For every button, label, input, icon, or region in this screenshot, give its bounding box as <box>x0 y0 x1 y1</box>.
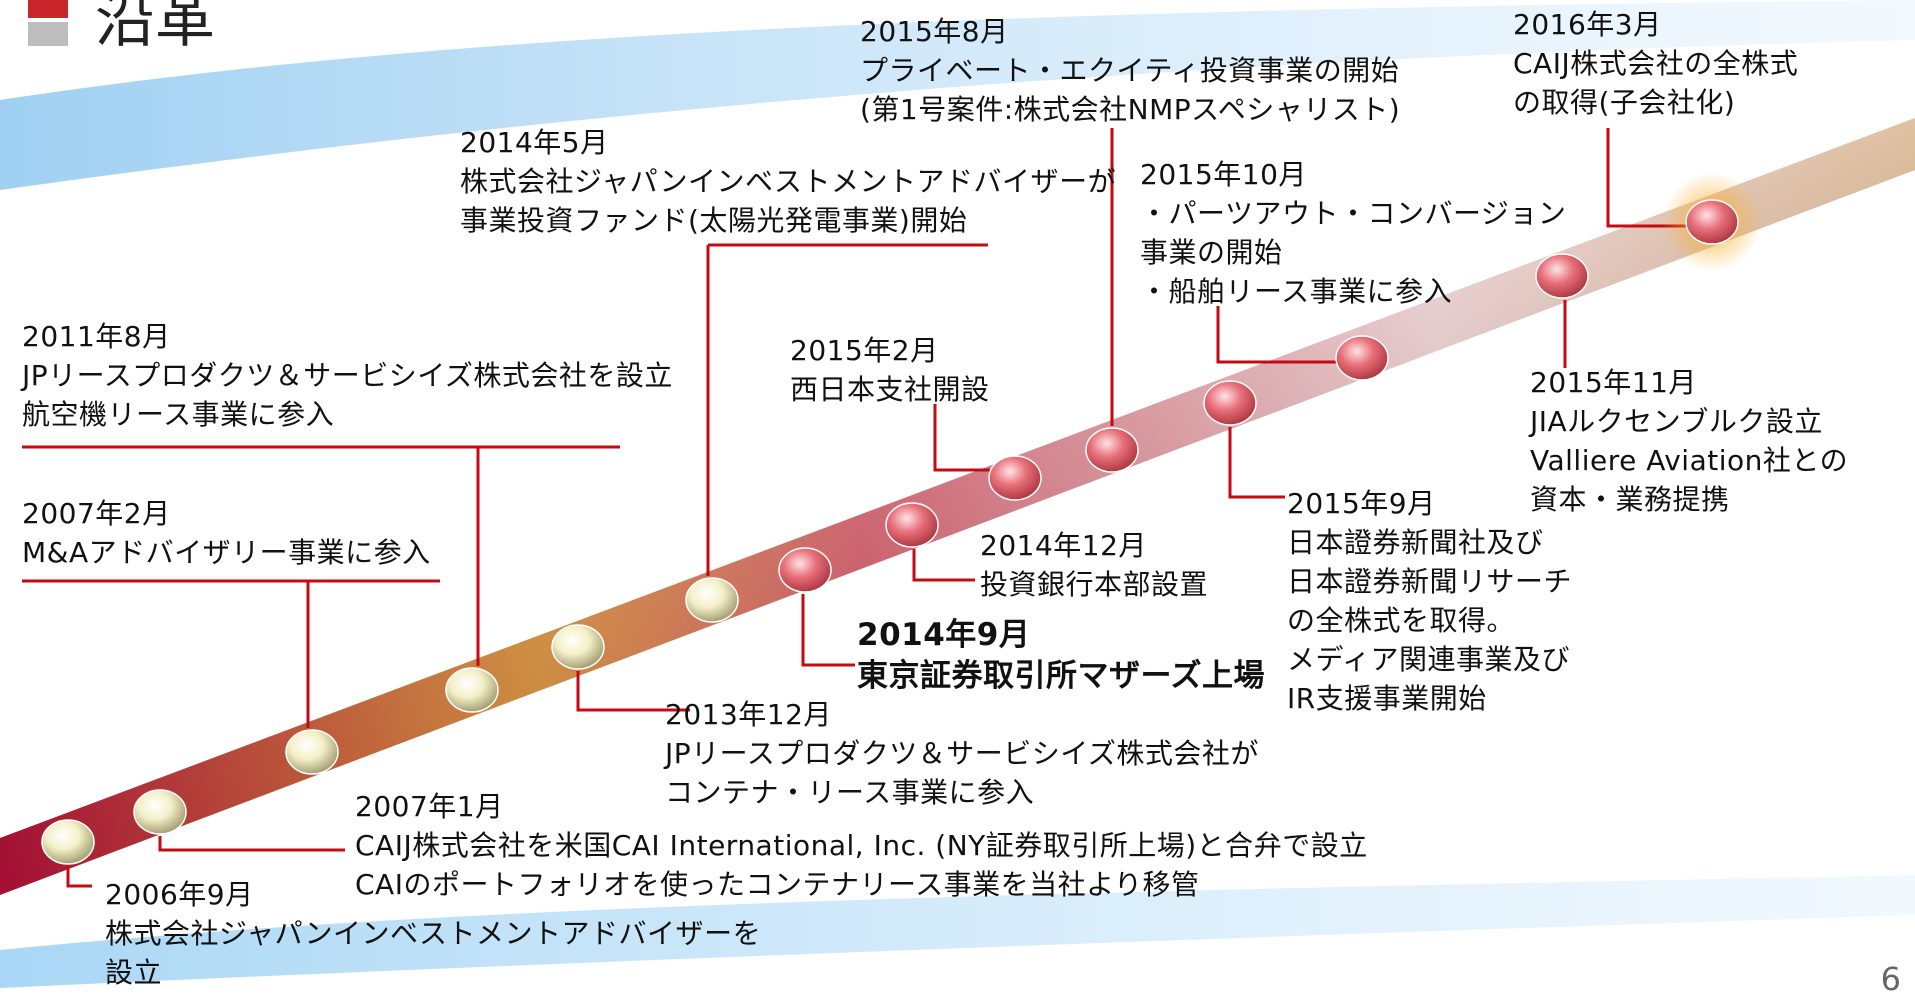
event-e7: 2014年9月東京証券取引所マザーズ上場 <box>857 615 1265 697</box>
event-description: 日本證券新聞社及び <box>1287 526 1544 559</box>
event-date: 2015年2月 <box>790 334 939 367</box>
event-description: メディア関連事業及び <box>1287 643 1571 676</box>
event-description: 事業投資ファンド(太陽光発電事業)開始 <box>460 204 968 237</box>
event-description: 日本證券新聞リサーチ <box>1287 565 1573 598</box>
event-e4: 2011年8月 JPリースプロダクツ＆サービシイズ株式会社を設立航空機リース事業に… <box>22 317 673 434</box>
event-description: 株式会社ジャパンインベストメントアドバイザーを <box>105 917 762 950</box>
connector-e2 <box>158 836 345 852</box>
event-description: (第1号案件:株式会社NMPスペシャリスト) <box>860 93 1401 126</box>
milestone-marker-e13 <box>1535 253 1589 299</box>
connector-e11 <box>1228 427 1285 499</box>
milestone-marker-e6 <box>685 577 739 623</box>
title-accent-gray <box>28 22 68 46</box>
event-date: 2015年11月 <box>1530 366 1697 399</box>
connector-e8 <box>912 549 975 582</box>
event-date: 2016年3月 <box>1513 8 1662 41</box>
event-e3: 2007年2月 M&Aアドバイザリー事業に参入 <box>22 494 431 572</box>
event-description: 事業の開始 <box>1140 236 1283 269</box>
event-date: 2011年8月 <box>22 320 171 353</box>
event-description: JPリースプロダクツ＆サービシイズ株式会社を設立 <box>22 359 673 392</box>
event-description: 投資銀行本部設置 <box>980 568 1209 601</box>
event-description: コンテナ・リース事業に参入 <box>665 776 1035 809</box>
bottom-sky-swoosh <box>0 875 1915 988</box>
event-description: CAIJ株式会社の全株式 <box>1513 47 1799 80</box>
event-description: プライベート・エクイティ投資事業の開始 <box>860 54 1400 87</box>
event-description: IR支援事業開始 <box>1287 682 1487 715</box>
milestone-marker-e4 <box>445 667 499 713</box>
event-description: Valliere Aviation社との <box>1530 444 1849 477</box>
event-e11: 2015年9月日本證券新聞社及び日本證券新聞リサーチの全株式を取得。メディア関連… <box>1287 484 1572 718</box>
milestone-marker-e8 <box>885 502 939 548</box>
event-description: JPリースプロダクツ＆サービシイズ株式会社が <box>665 737 1259 770</box>
milestone-marker-e14 <box>1685 199 1739 245</box>
event-date: 2007年2月 <box>22 497 171 530</box>
top-sky-swoosh <box>0 0 1915 190</box>
event-date: 2015年9月 <box>1287 487 1436 520</box>
event-e1: 2006年9月株式会社ジャパンインベストメントアドバイザーを設立 <box>105 875 761 992</box>
page-number: 6 <box>1880 960 1901 998</box>
event-e6: 2014年5月株式会社ジャパンインベストメントアドバイザーが事業投資ファンド(太… <box>460 123 1116 240</box>
event-description: の全株式を取得。 <box>1287 604 1516 637</box>
connector-e5 <box>576 671 690 712</box>
event-date: 2014年9月 <box>857 617 1031 653</box>
milestone-marker-e3 <box>285 729 339 775</box>
connector-e9 <box>933 404 990 472</box>
milestone-marker-e5 <box>551 624 605 670</box>
event-description: 航空機リース事業に参入 <box>22 398 335 431</box>
milestone-marker-e2 <box>133 789 187 835</box>
page-title: 沿革 <box>95 0 215 56</box>
milestone-marker-e10 <box>1085 427 1139 473</box>
event-description: CAIJ株式会社を米国CAI International, Inc. (NY証券… <box>355 829 1368 862</box>
milestone-marker-e1 <box>41 819 95 865</box>
event-description: の取得(子会社化) <box>1513 86 1736 119</box>
event-date: 2015年8月 <box>860 15 1009 48</box>
event-description: 設立 <box>105 956 163 989</box>
event-description: 株式会社ジャパンインベストメントアドバイザーが <box>460 165 1117 198</box>
event-date: 2015年10月 <box>1140 158 1307 191</box>
connector-e7 <box>801 594 855 667</box>
event-description: 資本・業務提携 <box>1530 483 1730 516</box>
event-e5: 2013年12月 JPリースプロダクツ＆サービシイズ株式会社がコンテナ・リース事業… <box>665 695 1259 812</box>
event-e10: 2015年8月プライベート・エクイティ投資事業の開始 (第1号案件:株式会社NMP… <box>860 12 1400 129</box>
event-description: 東京証券取引所マザーズ上場 <box>857 658 1265 694</box>
event-date: 2014年5月 <box>460 126 609 159</box>
event-e8: 2014年12月投資銀行本部設置 <box>980 526 1208 604</box>
event-description: 西日本支社開設 <box>790 373 990 406</box>
event-description: JIAルクセンブルク設立 <box>1530 405 1823 438</box>
event-description: CAIのポートフォリオを使ったコンテナリース事業を当社より移管 <box>355 868 1200 901</box>
event-e9: 2015年2月西日本支社開設 <box>790 331 990 409</box>
event-e14: 2016年3月 CAIJ株式会社の全株式の取得(子会社化) <box>1513 5 1798 122</box>
event-date: 2007年1月 <box>355 790 504 823</box>
event-date: 2014年12月 <box>980 529 1147 562</box>
event-e12: 2015年10月・パーツアウト・コンバージョン事業の開始・船舶リース事業に参入 <box>1140 155 1566 311</box>
event-description: ・パーツアウト・コンバージョン <box>1140 197 1567 230</box>
event-e13: 2015年11月 JIAルクセンブルク設立 Valliere Aviation社との… <box>1530 363 1848 519</box>
event-date: 2006年9月 <box>105 878 254 911</box>
event-description: ・船舶リース事業に参入 <box>1140 275 1453 308</box>
milestone-marker-e12 <box>1335 335 1389 381</box>
event-e2: 2007年1月 CAIJ株式会社を米国CAI International, Inc… <box>355 787 1368 904</box>
event-description: M&Aアドバイザリー事業に参入 <box>22 536 431 569</box>
milestone-marker-e7 <box>778 547 832 593</box>
connector-e1 <box>66 866 92 888</box>
title-accent-red <box>28 0 68 18</box>
milestone-marker-e11 <box>1203 380 1257 426</box>
connector-e12 <box>1216 306 1345 364</box>
event-date: 2013年12月 <box>665 698 832 731</box>
milestone-marker-e9 <box>988 455 1042 501</box>
